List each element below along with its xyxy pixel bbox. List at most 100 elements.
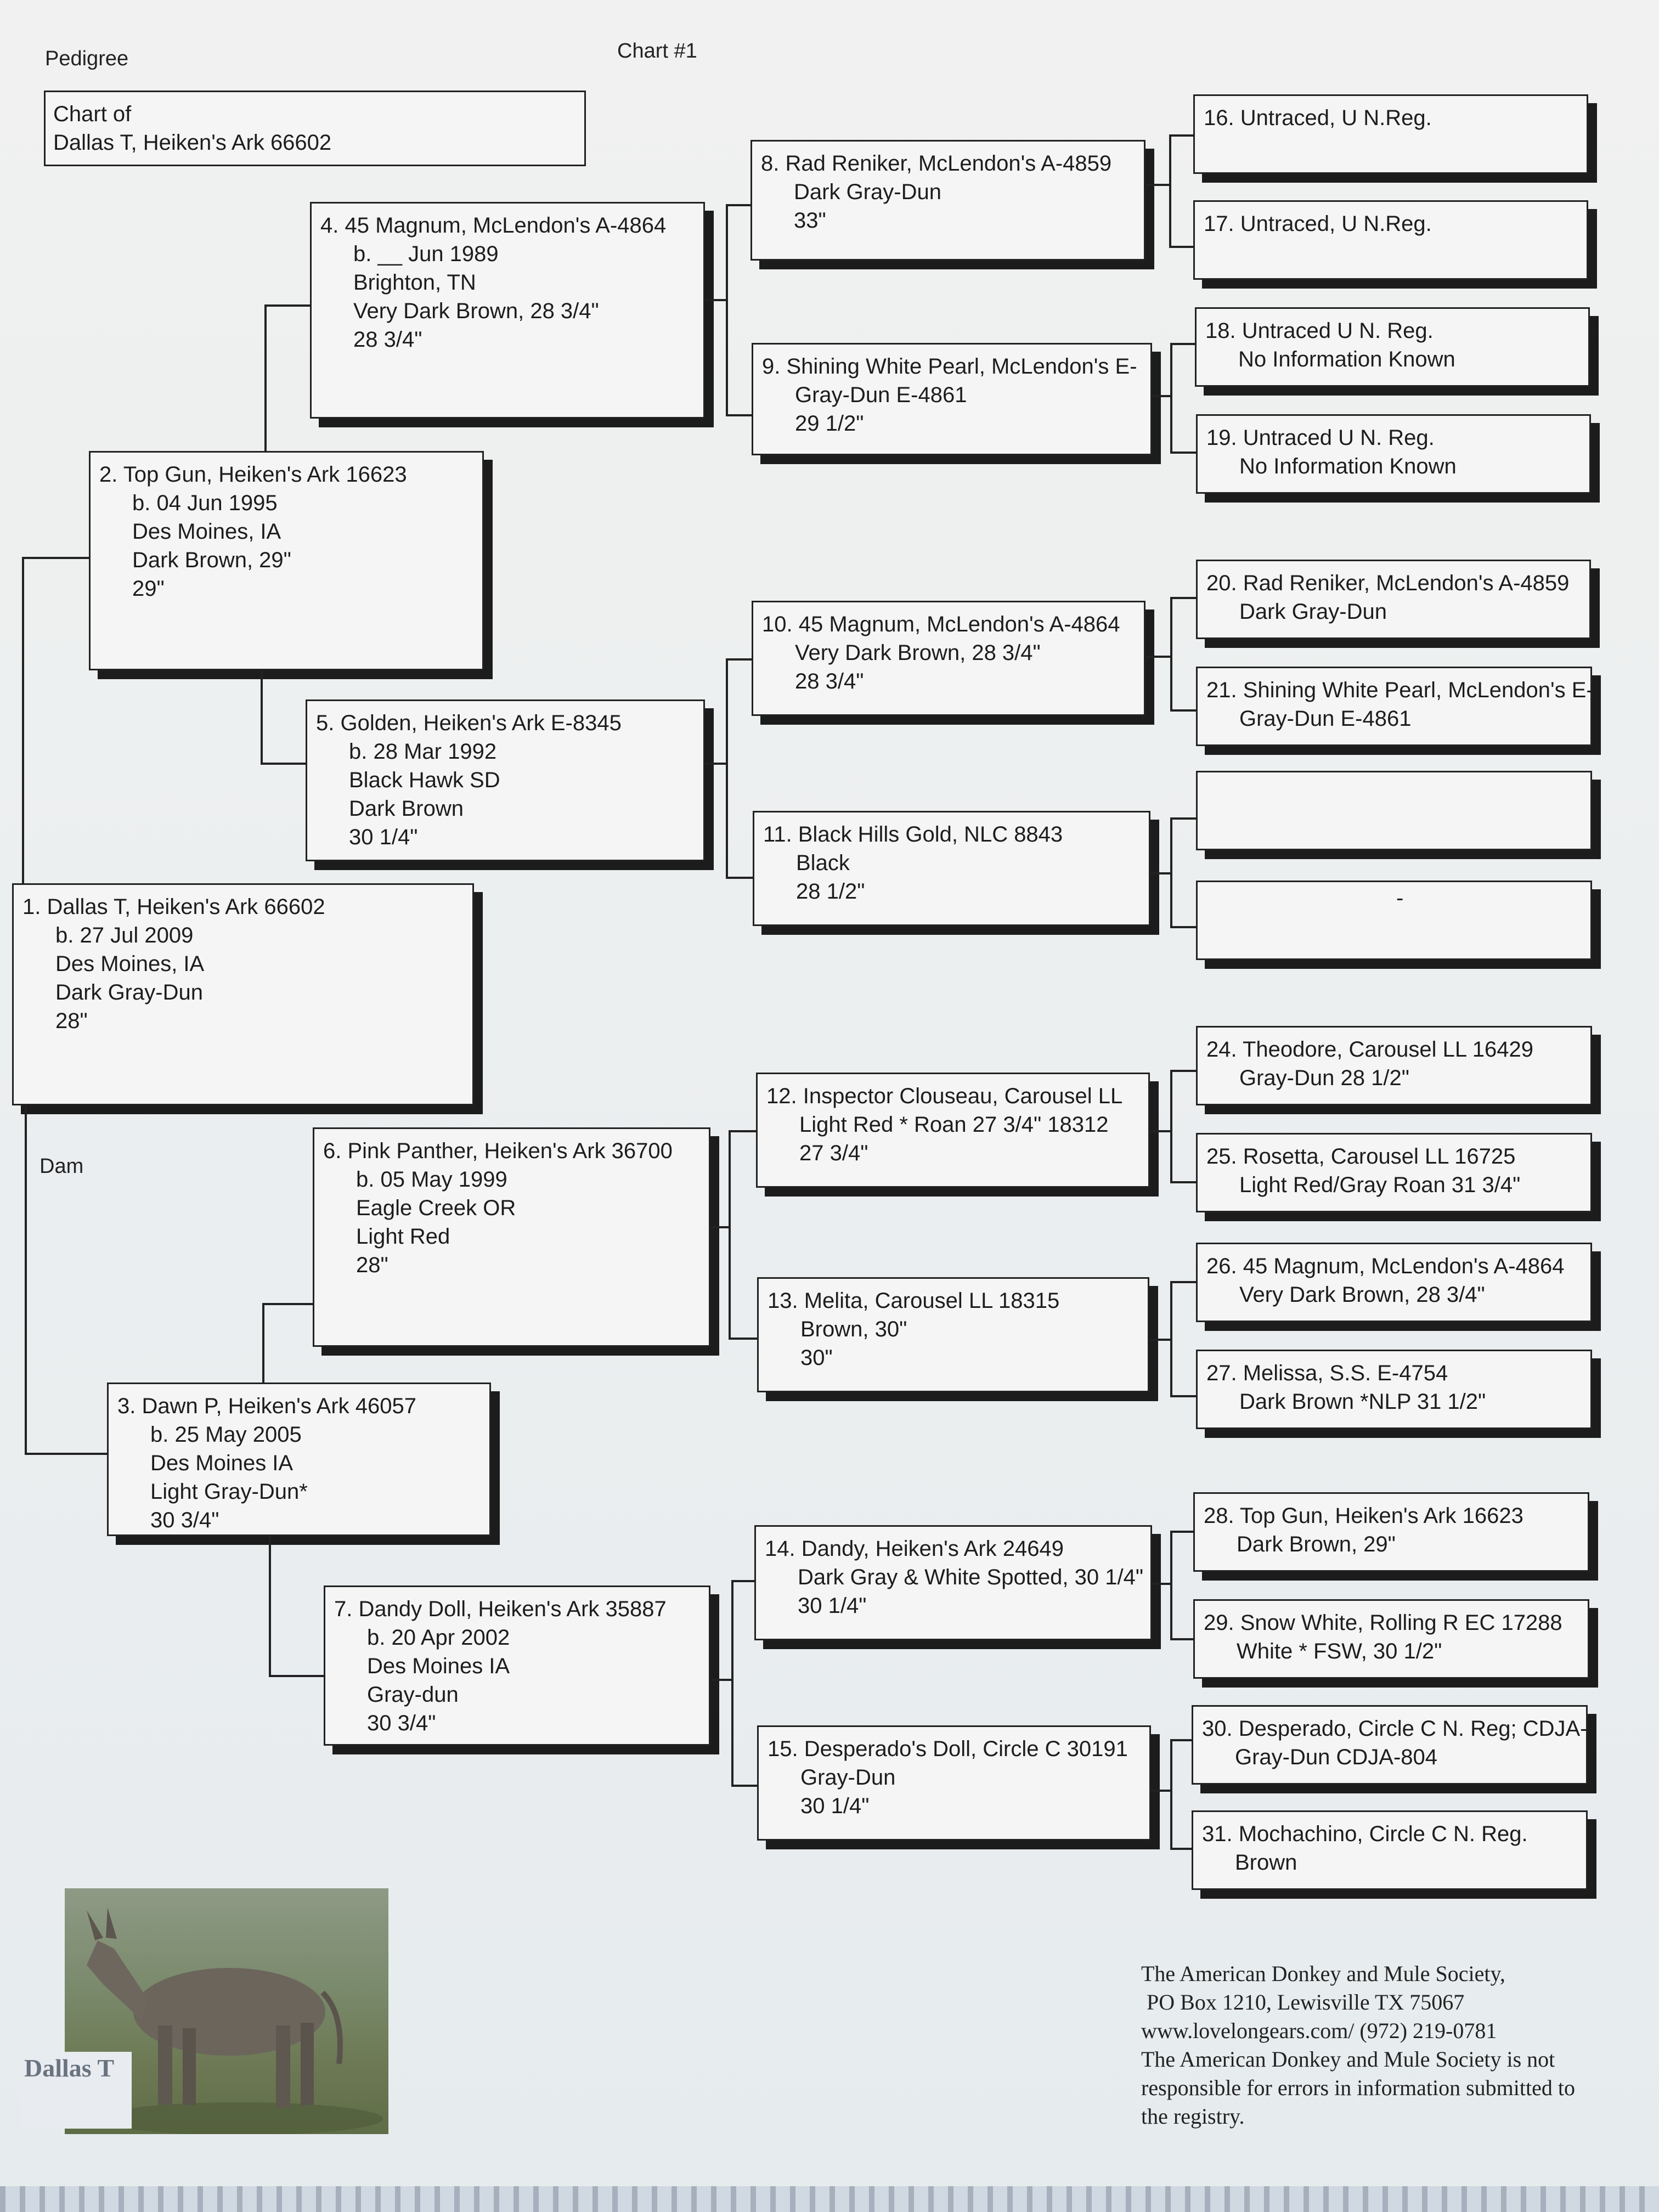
ancestor-detail: b. 25 May 2005	[150, 1423, 302, 1447]
ancestor-detail: 33"	[794, 208, 826, 233]
ancestor-detail: Very Dark Brown, 28 3/4"	[353, 299, 599, 323]
connector-line	[1170, 597, 1172, 710]
connector-line	[1170, 1531, 1172, 1639]
ancestor-detail: b. 28 Mar 1992	[349, 740, 497, 764]
connector-line	[269, 1675, 325, 1677]
ancestor-name: 21. Shining White Pearl, McLendon's E-	[1206, 678, 1594, 702]
connector-line	[731, 1785, 758, 1787]
ancestor-detail: Light Red/Gray Roan 31 3/4"	[1239, 1173, 1521, 1197]
ancestor-name: 31. Mochachino, Circle C N. Reg.	[1202, 1822, 1528, 1846]
ancestor-detail: Light Gray-Dun*	[150, 1480, 308, 1504]
ancestor-detail: Brighton, TN	[353, 270, 476, 295]
connector-line	[705, 299, 727, 301]
connector-line	[1170, 1281, 1197, 1283]
ancestor-detail: Des Moines IA	[150, 1451, 294, 1475]
connector-line	[710, 1679, 732, 1681]
ancestor-detail: Eagle Creek OR	[356, 1196, 516, 1220]
ancestor-detail: Dark Brown, 29"	[1237, 1532, 1396, 1556]
ancestor-box-29: 29. Snow White, Rolling R EC 17288 White…	[1193, 1599, 1589, 1679]
ancestor-detail: Dark Gray-Dun	[794, 180, 941, 204]
ancestor-detail: White * FSW, 30 1/2"	[1237, 1639, 1442, 1663]
stray-mark: -	[1396, 886, 1404, 910]
ancestor-name: 17. Untraced, U N.Reg.	[1204, 212, 1432, 236]
ancestor-detail: 29"	[132, 577, 165, 601]
ancestor-name: 7. Dandy Doll, Heiken's Ark 35887	[334, 1597, 667, 1621]
ancestor-detail: No Information Known	[1239, 454, 1457, 478]
connector-line	[1170, 817, 1197, 820]
ancestor-box-10: 10. 45 Magnum, McLendon's A-4864 Very Da…	[752, 601, 1146, 716]
connector-line	[22, 557, 90, 559]
chart-of-box: Chart of Dallas T, Heiken's Ark 66602	[44, 91, 586, 166]
ancestor-detail: Gray-Dun CDJA-804	[1235, 1745, 1438, 1769]
connector-line	[726, 204, 752, 206]
ancestor-name: 4. 45 Magnum, McLendon's A-4864	[320, 213, 667, 238]
ancestor-name: 9. Shining White Pearl, McLendon's E-	[762, 354, 1137, 379]
connector-line	[1170, 817, 1172, 927]
connector-line	[261, 763, 307, 765]
connector-line	[731, 1580, 733, 1786]
ancestor-box-26: 26. 45 Magnum, McLendon's A-4864 Very Da…	[1196, 1243, 1592, 1322]
ancestor-detail: Dark Gray & White Spotted, 30 1/4"	[798, 1565, 1144, 1589]
connector-line	[1170, 343, 1196, 345]
ancestor-detail: 30 3/4"	[150, 1508, 219, 1532]
ancestor-box-12: 12. Inspector Clouseau, Carousel LL Ligh…	[756, 1073, 1150, 1188]
chart-of-label: Chart of	[53, 102, 132, 126]
ancestor-box-22	[1196, 771, 1592, 850]
connector-line	[710, 1226, 730, 1228]
connector-line	[1169, 134, 1194, 137]
ancestor-name: 8. Rad Reniker, McLendon's A-4859	[761, 151, 1112, 176]
ancestor-detail: 28"	[55, 1009, 88, 1033]
ancestor-box-16: 16. Untraced, U N.Reg.	[1193, 94, 1588, 174]
connector-line	[729, 1338, 758, 1340]
ancestor-box-21: 21. Shining White Pearl, McLendon's E- G…	[1196, 667, 1594, 746]
ancestor-name: 3. Dawn P, Heiken's Ark 46057	[117, 1394, 416, 1418]
ancestor-box-20: 20. Rad Reniker, McLendon's A-4859 Dark …	[1196, 560, 1591, 639]
connector-line	[262, 1303, 314, 1305]
ancestor-name: 26. 45 Magnum, McLendon's A-4864	[1206, 1254, 1565, 1278]
ancestor-box-18: 18. Untraced U N. Reg. No Information Kn…	[1195, 307, 1590, 387]
ancestor-detail: Light Red	[356, 1224, 450, 1249]
connector-line	[269, 1536, 271, 1676]
connector-line	[25, 1453, 108, 1455]
ancestor-detail: Black	[796, 851, 850, 875]
ancestor-name: 18. Untraced U N. Reg.	[1205, 319, 1434, 343]
connector-line	[726, 414, 753, 416]
footer-line: The American Donkey and Mule Society is …	[1141, 2047, 1555, 2072]
connector-line	[1152, 395, 1171, 397]
ancestor-detail: Dark Gray-Dun	[1239, 600, 1387, 624]
connector-line	[1170, 452, 1197, 454]
connector-line	[1170, 1531, 1194, 1533]
photo-caption: Dallas T	[22, 2052, 132, 2129]
ancestor-box-25: 25. Rosetta, Carousel LL 16725 Light Red…	[1196, 1133, 1592, 1212]
ancestor-detail: Brown, 30"	[800, 1317, 907, 1341]
ancestor-box-15: 15. Desperado's Doll, Circle C 30191 Gra…	[757, 1725, 1151, 1841]
ancestor-box-27: 27. Melissa, S.S. E-4754 Dark Brown *NLP…	[1196, 1350, 1592, 1429]
ancestor-detail: Des Moines, IA	[55, 952, 205, 976]
ancestor-box-19: 19. Untraced U N. Reg. No Information Kn…	[1196, 414, 1591, 494]
binder-strip	[0, 2186, 1659, 2212]
society-notice: The American Donkey and Mule Society, PO…	[1141, 1960, 1657, 2131]
connector-line	[264, 304, 267, 452]
ancestor-detail: b. 05 May 1999	[356, 1167, 507, 1192]
connector-line	[1170, 1739, 1172, 1849]
ancestor-name: 20. Rad Reniker, McLendon's A-4859	[1206, 571, 1570, 595]
connector-line	[726, 877, 754, 879]
connector-line	[1170, 1395, 1197, 1397]
ancestor-detail: Des Moines, IA	[132, 520, 281, 544]
connector-line	[1149, 1339, 1171, 1341]
connector-line	[1170, 926, 1197, 928]
ancestor-name: 16. Untraced, U N.Reg.	[1204, 106, 1432, 130]
ancestor-name: 27. Melissa, S.S. E-4754	[1206, 1361, 1448, 1385]
connector-line	[262, 1303, 264, 1384]
ancestor-box-6: 6. Pink Panther, Heiken's Ark 36700 b. 0…	[313, 1127, 710, 1347]
ancestor-detail: Black Hawk SD	[349, 768, 500, 792]
connector-line	[1170, 1848, 1193, 1850]
connector-line	[1146, 184, 1170, 186]
ancestor-detail: Dark Brown	[349, 797, 464, 821]
ancestor-name: 15. Desperado's Doll, Circle C 30191	[768, 1737, 1128, 1761]
connector-line	[1170, 1638, 1194, 1640]
connector-line	[1170, 1070, 1172, 1182]
connector-line	[726, 204, 728, 415]
ancestor-box-8: 8. Rad Reniker, McLendon's A-4859 Dark G…	[751, 140, 1146, 261]
